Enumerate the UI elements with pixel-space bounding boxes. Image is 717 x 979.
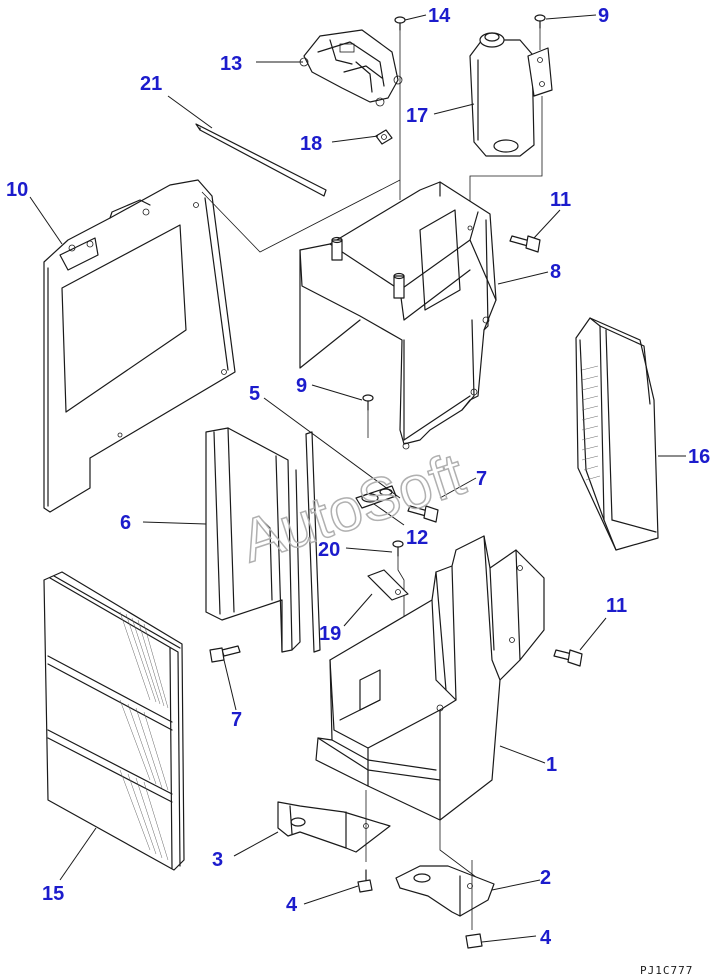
bracket-2 xyxy=(395,860,495,930)
screw-9-top xyxy=(534,14,546,50)
seal-strip-21 xyxy=(195,123,327,197)
bolt-7-left xyxy=(209,645,241,663)
callout-12: 12 xyxy=(406,527,428,549)
drawing-code: PJ1C777 xyxy=(640,964,693,977)
bolt-11-lower xyxy=(553,649,583,667)
screw-4-left xyxy=(357,869,373,893)
callout-18: 18 xyxy=(300,133,322,155)
callout-1: 1 xyxy=(546,754,557,776)
screw-4-right xyxy=(465,933,483,949)
upper-frame-8 xyxy=(299,181,497,450)
callout-21: 21 xyxy=(140,73,162,95)
callout-15: 15 xyxy=(42,883,64,905)
screw-20 xyxy=(392,540,405,710)
callout-19: 19 xyxy=(319,623,341,645)
screw-14 xyxy=(394,16,406,200)
callout-9-middle: 9 xyxy=(296,375,307,397)
bracket-3 xyxy=(277,790,391,862)
bolt-11-upper xyxy=(509,235,541,253)
clip-19 xyxy=(367,569,409,601)
callout-numbers: 14 9 13 17 21 18 10 11 8 9 5 7 16 6 12 2… xyxy=(6,5,710,949)
callout-4-right: 4 xyxy=(540,927,552,949)
bolt-7-middle xyxy=(407,505,439,523)
screw-9-middle xyxy=(362,394,374,438)
duct-plate-6 xyxy=(205,427,301,653)
callout-6: 6 xyxy=(120,512,131,534)
callout-14: 14 xyxy=(428,5,451,27)
callout-11-upper: 11 xyxy=(550,189,571,211)
callout-4-left: 4 xyxy=(286,894,298,916)
callout-2: 2 xyxy=(540,867,551,889)
callout-3: 3 xyxy=(212,849,223,871)
connector-block-13 xyxy=(299,29,403,107)
reservoir-tank-17 xyxy=(469,32,553,230)
grommet-18 xyxy=(375,129,393,145)
lower-case-1 xyxy=(315,535,545,881)
callout-13: 13 xyxy=(220,53,242,75)
callout-8: 8 xyxy=(550,261,561,283)
core-15 xyxy=(43,571,185,871)
callout-16: 16 xyxy=(688,446,710,468)
filter-element-16 xyxy=(575,317,659,551)
leader-lines xyxy=(29,14,686,943)
callout-17: 17 xyxy=(406,105,428,127)
callout-9-top: 9 xyxy=(598,5,609,27)
seal-strip-5 xyxy=(305,431,321,653)
callout-11-lower: 11 xyxy=(606,595,627,617)
callout-7-middle: 7 xyxy=(476,468,487,490)
callout-10: 10 xyxy=(6,179,28,201)
side-cover-panel-10 xyxy=(43,179,401,513)
callout-7-left: 7 xyxy=(231,709,242,731)
callout-5: 5 xyxy=(249,383,260,405)
callout-20: 20 xyxy=(318,539,340,561)
